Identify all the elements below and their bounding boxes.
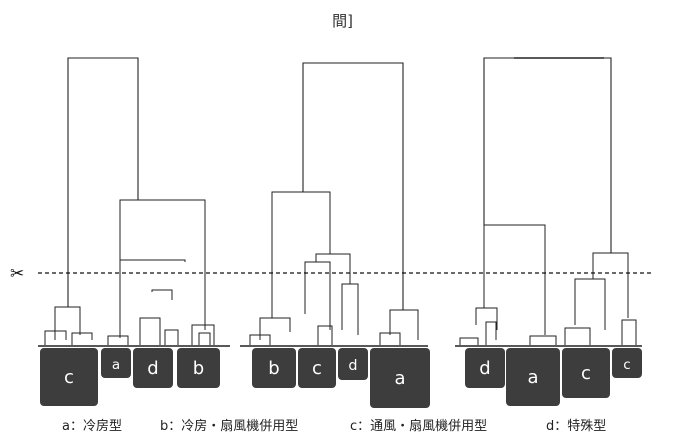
tree1-link — [139, 317, 161, 345]
tree1-link — [44, 330, 67, 345]
cluster-badge-label: c — [623, 357, 630, 373]
legend-item-b: b：冷房・扇風機併用型 — [160, 419, 299, 434]
cluster-badge-box — [506, 348, 560, 406]
tree3-link — [592, 252, 629, 318]
cluster-badge-label: d — [147, 358, 158, 379]
legend-item-a: a：冷房型 — [62, 419, 122, 434]
cluster-badge-box — [562, 348, 610, 398]
cluster-badge-label: a — [527, 367, 538, 388]
legend-item-d: d：特殊型 — [546, 419, 607, 434]
cluster-badge-box — [40, 348, 98, 406]
figure-title: 間] — [332, 12, 353, 30]
cluster-badge-d: d — [338, 348, 368, 380]
tree1-link — [107, 335, 129, 345]
tree2-link — [249, 334, 271, 345]
cluster-badge-label: d — [348, 358, 357, 374]
dendrogram-trees — [38, 57, 642, 347]
tree2-link — [259, 317, 291, 340]
tree2-link — [315, 253, 351, 284]
tree3-link — [459, 337, 479, 345]
cluster-badge-label: b — [193, 358, 204, 379]
tree1-link — [151, 289, 173, 300]
tree1-link — [71, 332, 93, 345]
tree3-link — [529, 335, 557, 345]
cut-line-group: ✂ — [10, 264, 652, 284]
tree2-link — [304, 261, 331, 330]
tree3-link — [574, 278, 606, 330]
cluster-badge-c: c — [298, 348, 336, 388]
cluster-badge-box — [133, 348, 173, 388]
tree1-root-link — [67, 57, 139, 307]
tree3-root-link — [483, 57, 612, 253]
tree1-link — [54, 306, 81, 340]
tree1-link — [191, 324, 215, 345]
tree2-root-link — [302, 62, 404, 310]
cluster-badge-label: c — [581, 363, 591, 384]
cluster-badge-c: c — [562, 348, 610, 398]
tree1-link — [119, 199, 206, 330]
scissors-icon: ✂ — [10, 264, 24, 284]
tree2-link — [389, 309, 419, 340]
tree1-link — [119, 259, 186, 338]
tree3-link — [621, 319, 637, 345]
cluster-badge-b: b — [252, 348, 296, 388]
cluster-badge-label: c — [64, 367, 74, 388]
cluster-badge-a: a — [370, 348, 430, 408]
cluster-badge-label: d — [479, 358, 490, 379]
cluster-badge-box — [252, 348, 296, 388]
cluster-badge-box — [338, 348, 368, 380]
cluster-badge-b: b — [177, 348, 220, 388]
legend-item-c: c：通風・扇風機併用型 — [350, 419, 488, 434]
tree3-link — [485, 321, 497, 345]
cluster-badge-box — [370, 348, 430, 408]
cluster-badge-c: c — [40, 348, 98, 406]
tree3-link — [475, 307, 498, 330]
cluster-badge-label: a — [394, 368, 405, 389]
cluster-badge-d: d — [133, 348, 173, 388]
cluster-badge-box — [612, 348, 642, 378]
cluster-badge-box — [298, 348, 336, 388]
tree1-link — [164, 329, 179, 345]
tree2-link — [271, 191, 331, 318]
cluster-badge-box — [101, 348, 131, 378]
tree2-link — [341, 283, 359, 335]
cluster-badge-label: b — [268, 358, 279, 379]
tree2-link — [317, 325, 333, 345]
tree3-link — [483, 224, 546, 335]
tree1-link — [198, 332, 211, 345]
cluster-badge-d: d — [465, 348, 505, 388]
cluster-badge-box — [465, 348, 505, 388]
cluster-badge-label: a — [112, 357, 120, 373]
cluster-badge-c: c — [612, 348, 642, 378]
cluster-badge-a: a — [506, 348, 560, 406]
cluster-badge-label: c — [312, 358, 322, 379]
cluster-badge-box — [177, 348, 220, 388]
tree2-link — [379, 332, 401, 345]
tree3-link — [564, 327, 591, 345]
cluster-badge-a: a — [101, 348, 131, 378]
